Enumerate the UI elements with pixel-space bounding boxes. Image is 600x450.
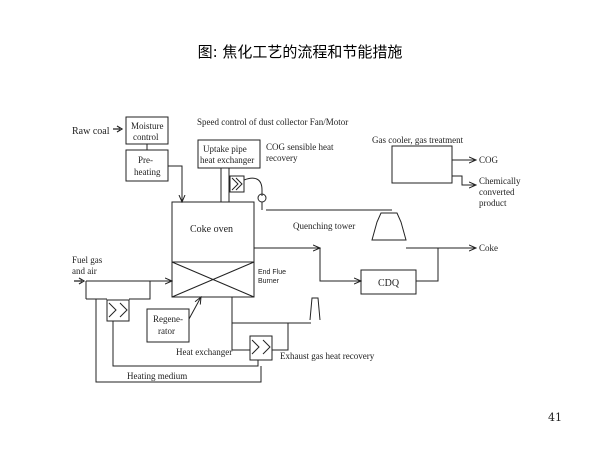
exhaust-gas-label: Exhaust gas heat recovery <box>280 351 375 361</box>
cdq-label: CDQ <box>378 278 400 289</box>
chemical-label-2: converted <box>479 187 515 197</box>
page-number: 41 <box>548 411 562 424</box>
uptake-label-1: Uptake pipe <box>203 144 247 154</box>
heat-exchanger-box <box>249 335 273 361</box>
speed-control-label: Speed control of dust collector Fan/Moto… <box>197 117 348 127</box>
exhaust-stack <box>309 297 321 321</box>
heating-medium-label: Heating medium <box>127 371 187 381</box>
quenching-tower-shape <box>371 212 407 241</box>
heat-exchanger-label: Heat exchanger <box>176 347 232 357</box>
coke-oven-box <box>171 201 255 298</box>
slide-title: 图: 焦化工艺的流程和节能措施 <box>197 43 403 61</box>
cog-sensible-label-2: recovery <box>266 153 298 163</box>
end-flue-label-1: End Flue <box>258 269 286 276</box>
uptake-label-2: heat exchanger <box>200 155 254 165</box>
raw-coal-arrow <box>113 125 124 133</box>
regenerator-box <box>146 308 190 343</box>
quenching-tower-label: Quenching tower <box>293 221 355 231</box>
moisture-control-label-2: control <box>133 132 159 142</box>
gooseneck-pipe <box>243 177 263 196</box>
cdq-box <box>360 269 417 295</box>
preheating-label-1: Pre- <box>138 155 153 165</box>
preheating-label-2: heating <box>134 167 161 177</box>
uptake-pipe <box>220 167 230 203</box>
chemical-label-1: Chemically <box>479 176 521 186</box>
coke-oven-label: Coke oven <box>190 224 233 235</box>
gas-cooler-label: Gas cooler, gas treatment <box>372 135 464 145</box>
moisture-control-label-1: Moisture <box>131 121 164 131</box>
fuel-gas-label-1: Fuel gas <box>72 255 103 265</box>
chemical-label-3: product <box>479 198 507 208</box>
cog-sensible-label-1: COG sensible heat <box>266 142 334 152</box>
raw-coal-label: Raw coal <box>72 126 110 137</box>
coke-output-label: Coke <box>479 243 498 253</box>
regenerator-label-1: Regene- <box>153 314 183 324</box>
end-flue-label-2: Burner <box>258 278 280 285</box>
cog-output-label: COG <box>479 155 499 165</box>
fuel-gas-arrow <box>74 277 86 285</box>
fuel-gas-label-2: and air <box>72 266 97 276</box>
gas-cooler-box <box>391 145 453 184</box>
regenerator-label-2: rator <box>158 326 175 336</box>
regenerator-exchanger-box <box>106 299 130 322</box>
